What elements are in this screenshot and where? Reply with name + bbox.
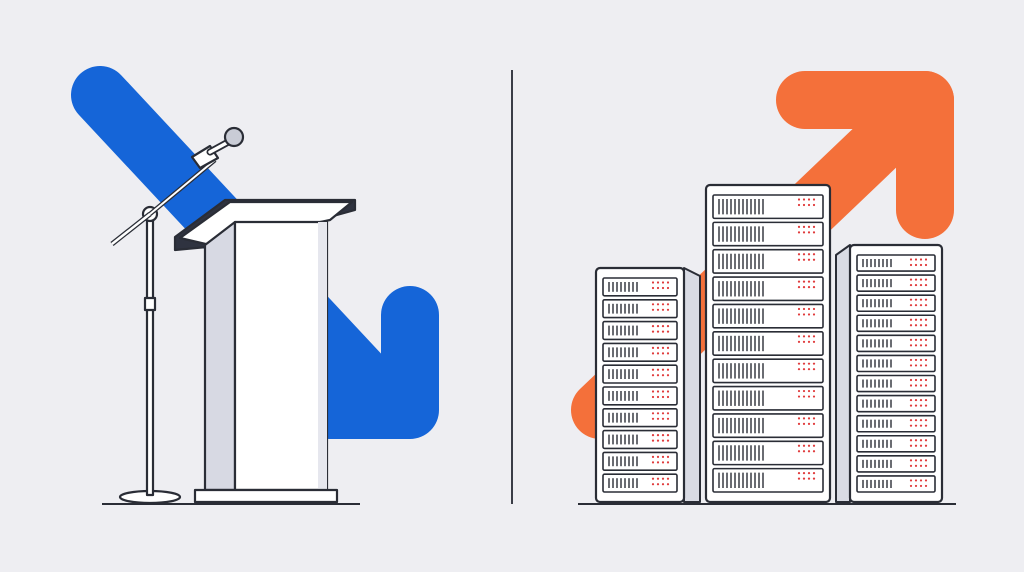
server-unit — [602, 320, 678, 341]
server-unit — [602, 451, 678, 471]
server-unit — [856, 334, 936, 353]
left-panel — [71, 66, 439, 505]
server-unit — [856, 354, 936, 373]
server-unit — [602, 407, 678, 428]
server-unit — [602, 429, 678, 450]
server-unit — [602, 386, 678, 406]
server-rack-left-icon — [594, 266, 701, 504]
server-unit — [856, 314, 936, 333]
server-unit — [712, 358, 824, 384]
microphone-stand-icon — [110, 126, 245, 505]
server-unit — [856, 414, 936, 433]
server-rack-right-icon — [835, 243, 944, 504]
server-unit — [602, 342, 678, 362]
server-unit — [602, 364, 678, 384]
server-unit — [712, 248, 824, 274]
server-unit — [856, 434, 936, 453]
server-rack-center-icon — [704, 183, 832, 504]
server-unit — [712, 467, 824, 493]
server-unit — [712, 413, 824, 439]
server-unit — [856, 294, 936, 313]
server-unit — [856, 274, 936, 292]
server-racks — [594, 183, 944, 504]
server-unit — [856, 394, 936, 413]
server-unit — [856, 475, 936, 493]
server-unit — [712, 194, 824, 220]
server-unit — [602, 298, 678, 319]
server-unit — [856, 455, 936, 473]
server-unit — [712, 221, 824, 247]
server-unit — [712, 331, 824, 356]
right-panel — [571, 71, 956, 505]
server-unit — [712, 276, 824, 302]
server-unit — [856, 254, 936, 272]
server-unit — [712, 303, 824, 329]
server-unit — [602, 473, 678, 493]
podium-icon — [173, 198, 357, 504]
server-unit — [712, 385, 824, 411]
server-unit — [602, 277, 678, 297]
server-unit — [856, 374, 936, 393]
server-unit — [712, 440, 824, 466]
